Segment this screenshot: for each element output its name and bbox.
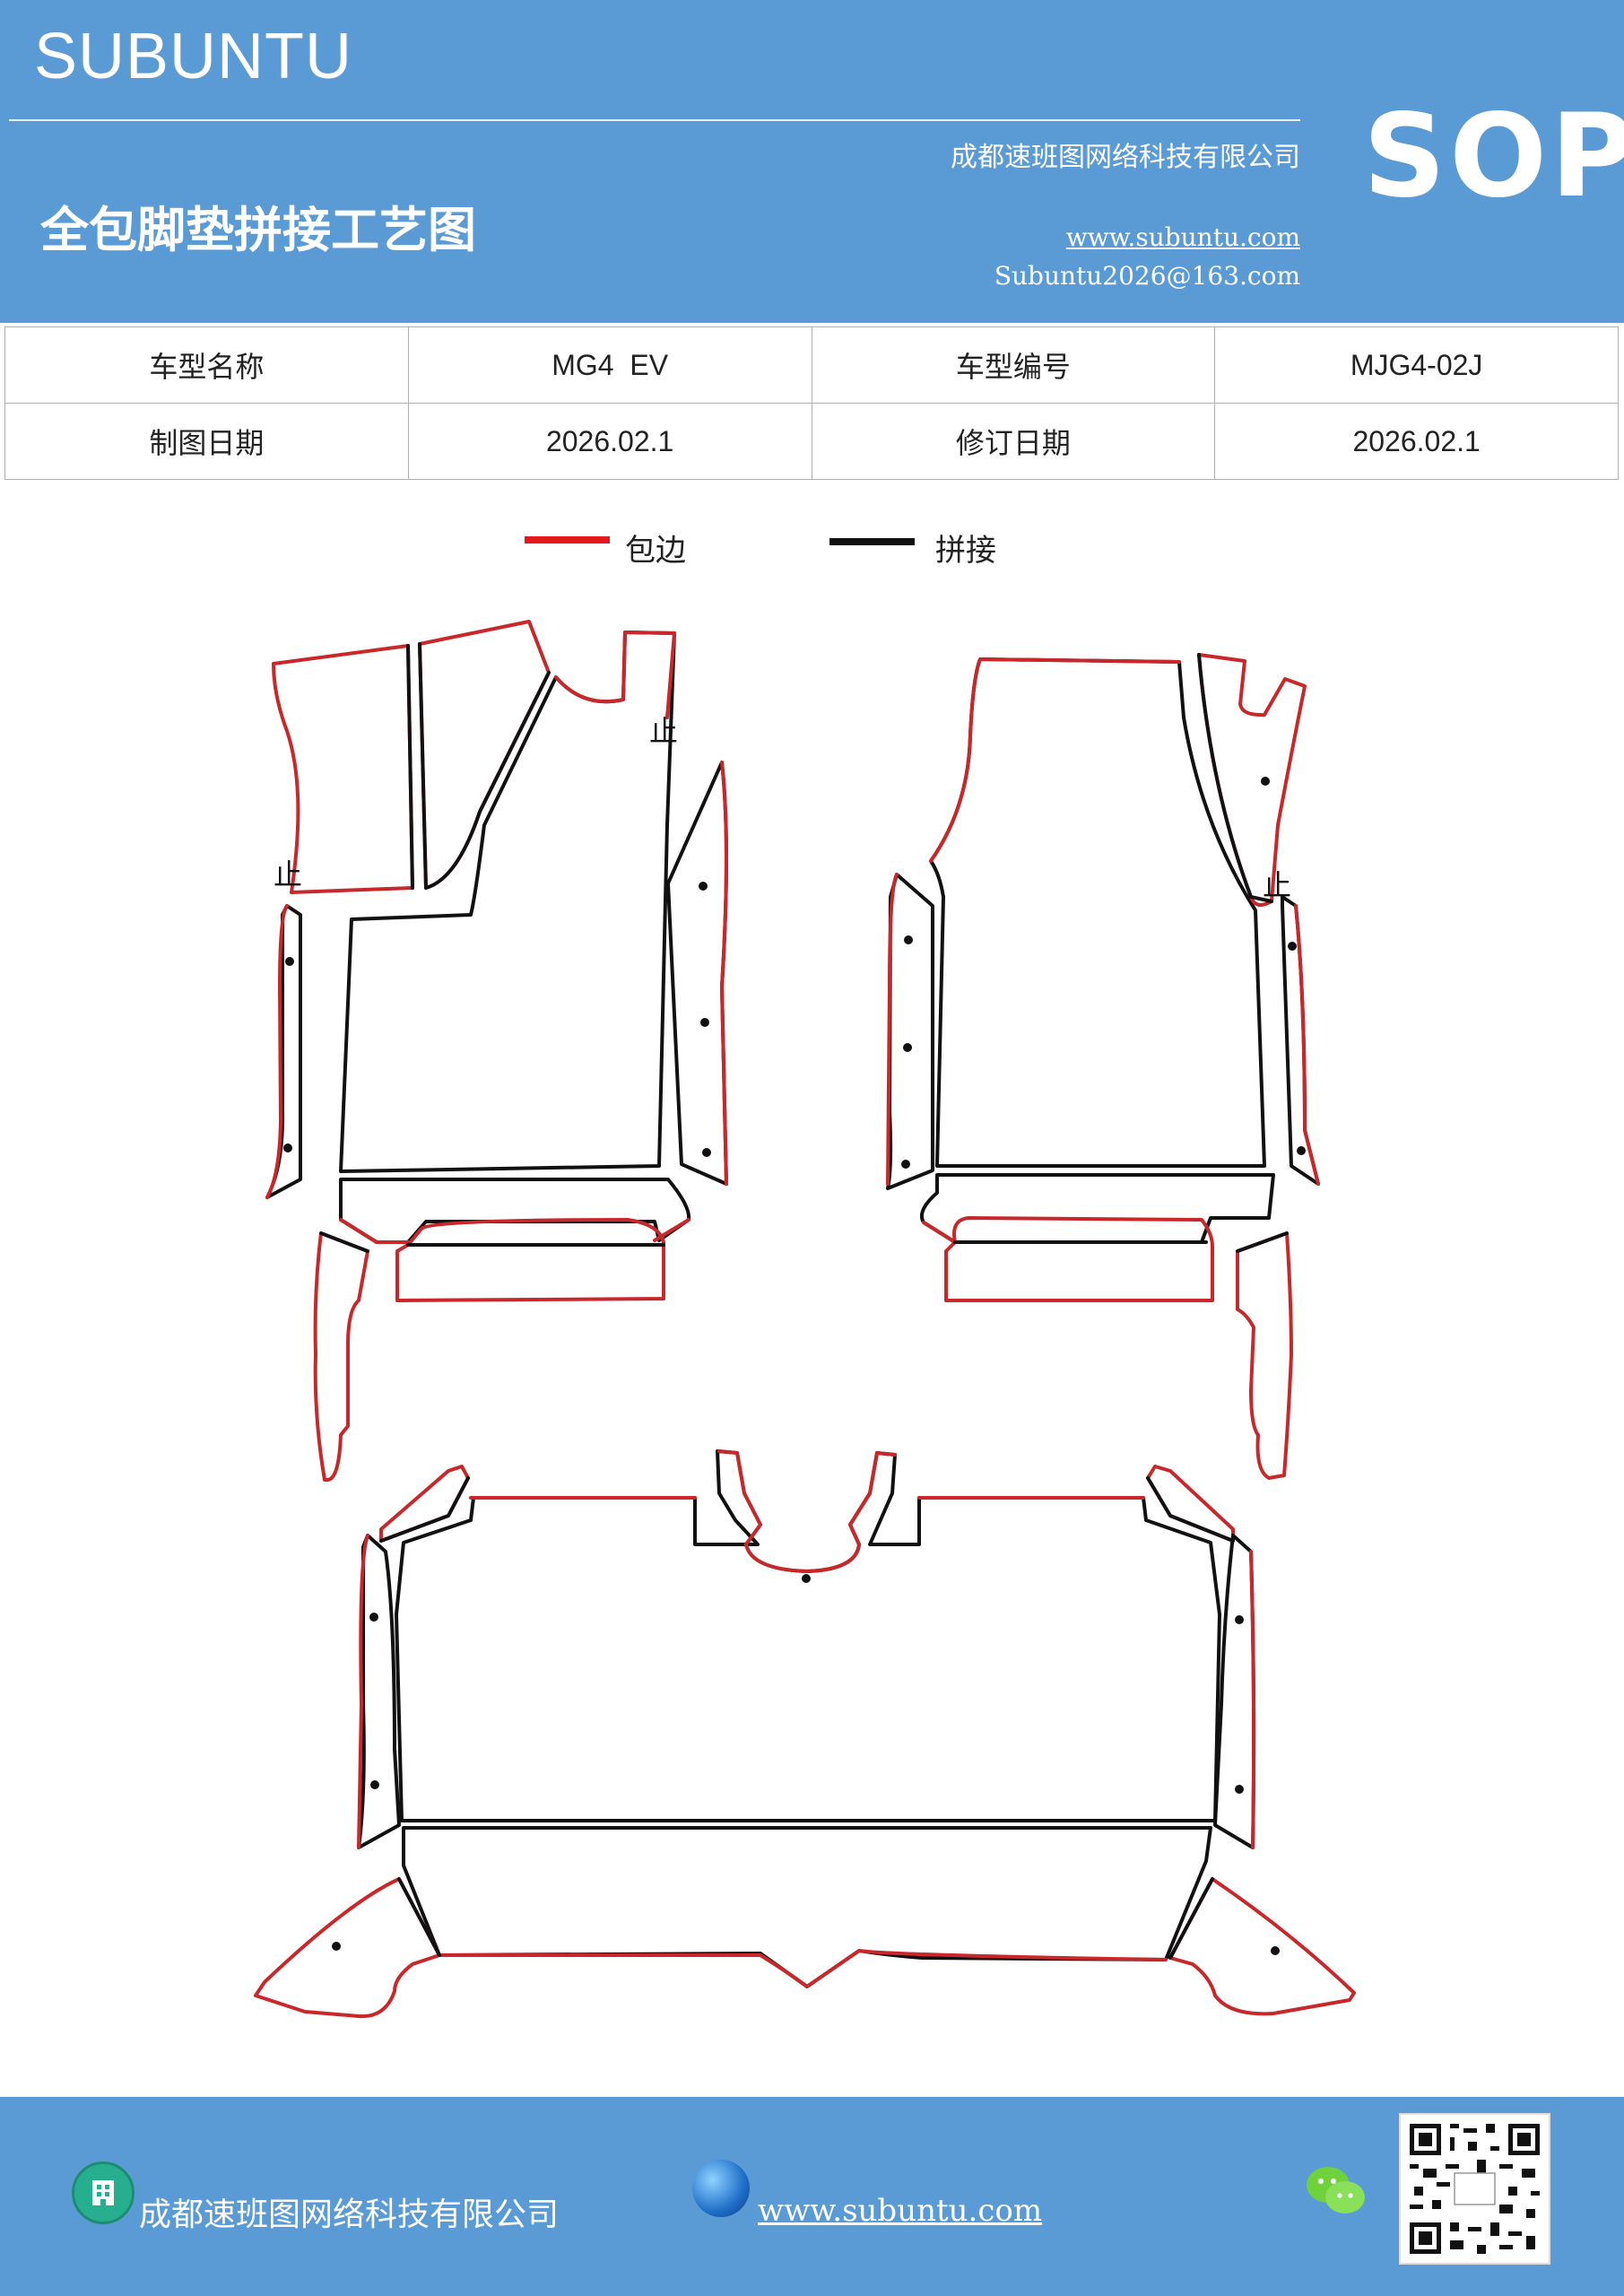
- rear-left-strip: [357, 1534, 401, 1849]
- draw-date-label: 制图日期: [4, 403, 409, 480]
- globe-icon: [692, 2160, 750, 2217]
- fl-side-sill: [313, 1231, 369, 1482]
- table-row: 制图日期 2026.02.1 修订日期 2026.02.1: [4, 403, 1619, 480]
- header-divider: [9, 119, 1300, 121]
- legend-seam-label: 拼接: [935, 533, 996, 569]
- email-text: Subuntu2026@163.com: [994, 261, 1300, 291]
- fr-footrest: [944, 1216, 1214, 1302]
- fl-upper-mid-panel: [418, 620, 551, 890]
- fr-left-strip: [886, 873, 934, 1190]
- rear-right-strip: [1213, 1534, 1256, 1849]
- table-row: 车型名称 MG4 EV 车型编号 MJG4-02J: [4, 326, 1619, 404]
- rear-left-corner: [254, 1877, 441, 2019]
- fl-left-strip: [265, 904, 302, 1199]
- fr-lower-band: [919, 1173, 1275, 1244]
- revise-date-value: 2026.02.1: [1214, 403, 1619, 480]
- info-table: 车型名称 MG4 EV 车型编号 MJG4-02J 制图日期 2026.02.1…: [4, 326, 1619, 480]
- stop-mark: 止: [274, 857, 303, 891]
- model-code-label: 车型编号: [811, 326, 1216, 404]
- rear-right-wing: [1146, 1465, 1235, 1543]
- fl-upper-left-panel: [272, 644, 414, 894]
- qr-code-pattern: [1410, 2124, 1540, 2254]
- company-name: 成都速班图网络科技有限公司: [951, 142, 1300, 173]
- fr-side-sill: [1236, 1231, 1293, 1480]
- stop-mark: 止: [1263, 868, 1292, 902]
- qr-code: [1399, 2113, 1550, 2265]
- floor-mat-diagram: [254, 620, 1356, 2019]
- stop-mark: 止: [649, 714, 679, 748]
- fl-top-heel-panel: [339, 631, 676, 1173]
- model-name-label: 车型名称: [4, 326, 409, 404]
- legend-edge-swatch: [525, 536, 610, 544]
- brand-name: SUBUNTU: [34, 21, 353, 92]
- stud-dots: [283, 777, 1306, 1955]
- rear-lower-band: [402, 1826, 1212, 1988]
- legend-seam-swatch: [829, 538, 915, 545]
- fr-main-panel: [929, 657, 1266, 1168]
- header-banner: [0, 0, 1624, 323]
- fl-right-strip: [666, 761, 728, 1186]
- revise-date-label: 修订日期: [811, 403, 1216, 480]
- legend-edge-label: 包边: [625, 533, 686, 569]
- model-name-value: MG4 EV: [407, 326, 812, 404]
- footer-website-link[interactable]: www.subuntu.com: [758, 2193, 1043, 2229]
- model-code-value: MJG4-02J: [1214, 326, 1619, 404]
- draw-date-value: 2026.02.1: [407, 403, 812, 480]
- website-link[interactable]: www.subuntu.com: [1065, 222, 1300, 252]
- wechat-icon[interactable]: [1305, 2163, 1368, 2219]
- rear-main-panel: [395, 1449, 1221, 1822]
- building-icon-glyph: [92, 2180, 114, 2205]
- footer-company: 成都速班图网络科技有限公司: [139, 2196, 560, 2233]
- sop-badge: SOP: [1363, 90, 1624, 223]
- rear-right-corner: [1168, 1877, 1356, 2016]
- page-title: 全包脚垫拼接工艺图: [40, 201, 476, 258]
- fl-lower-band: [339, 1178, 691, 1244]
- building-icon: [72, 2161, 135, 2224]
- fl-footrest: [395, 1218, 665, 1302]
